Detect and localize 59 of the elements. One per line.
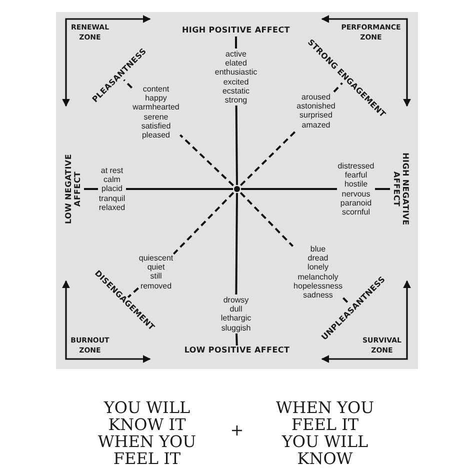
emotion-word: paranoid: [340, 198, 372, 208]
emotion-word: active: [226, 49, 246, 59]
emotion-word: lonely: [308, 262, 328, 272]
dashed-line: [240, 129, 298, 186]
motto-text: WHEN YOU FEEL IT YOU WILL KNOW: [274, 399, 376, 467]
emotion-word: dread: [308, 254, 328, 263]
emotion-word: happy: [145, 94, 167, 103]
plus-sign: +: [229, 422, 245, 438]
axis-line: [235, 193, 238, 294]
emotion-word: quiescent: [138, 254, 174, 263]
axis-line: [235, 105, 238, 186]
emotion-word: aroused: [302, 92, 330, 102]
axis-label: HIGH NEGATIVE AFFECT: [391, 143, 409, 235]
dashed-line: [342, 297, 351, 306]
axis-line: [241, 188, 337, 190]
dashed-line: [240, 192, 294, 247]
emotion-word: pleased: [142, 130, 170, 140]
emotion-word: lethargic: [220, 314, 252, 324]
emotion-word: sluggish: [221, 323, 251, 332]
motto-text: YOU WILL KNOW IT WHEN YOU FEEL IT: [96, 399, 198, 467]
emotion-word: nervous: [342, 189, 370, 198]
emotion-word: fearful: [344, 170, 368, 180]
emotion-word: hostile: [344, 180, 368, 189]
axis-line: [236, 333, 238, 346]
axis-line: [126, 188, 233, 190]
axis-label: HIGH POSITIVE AFFECT: [182, 26, 290, 36]
axis-line: [375, 188, 390, 190]
emotion-word: satisfied: [141, 121, 171, 130]
emotion-word: ecstatic: [222, 86, 250, 96]
emotion-word: tranquil: [98, 194, 126, 203]
dashed-line: [127, 287, 139, 298]
emotion-word: relaxed: [98, 202, 126, 212]
axis-line: [84, 188, 98, 190]
emotion-word: drowsy: [223, 296, 249, 305]
emotion-word: quiet: [147, 262, 165, 272]
emotion-word: excited: [223, 77, 249, 86]
emotion-word: content: [142, 84, 170, 94]
axis-label: LOW NEGATIVE AFFECT: [65, 143, 83, 235]
dashed-line: [333, 82, 343, 92]
emotion-word: placid: [102, 184, 122, 194]
emotion-word: blue: [310, 244, 326, 254]
emotion-word: distressed: [338, 161, 374, 171]
emotion-word: at rest: [100, 166, 124, 176]
dashed-line: [172, 192, 234, 255]
dashed-line: [123, 79, 132, 88]
emotion-word: elated: [225, 58, 247, 68]
dashed-line: [180, 134, 234, 186]
emotion-word: serene: [144, 112, 168, 122]
emotion-word: warmhearted: [132, 102, 180, 112]
emotion-word: dull: [230, 304, 242, 314]
axis-label: LOW POSITIVE AFFECT: [184, 346, 290, 356]
emotion-word: amazed: [302, 120, 330, 130]
axis-line: [235, 36, 237, 48]
emotion-word: enthusiastic: [214, 68, 258, 77]
emotion-word: astonished: [296, 102, 336, 111]
emotion-word: calm: [104, 175, 120, 184]
emotion-word: strong: [224, 95, 248, 105]
emotion-word: scornful: [342, 207, 370, 217]
emotion-word: surprised: [300, 111, 332, 120]
